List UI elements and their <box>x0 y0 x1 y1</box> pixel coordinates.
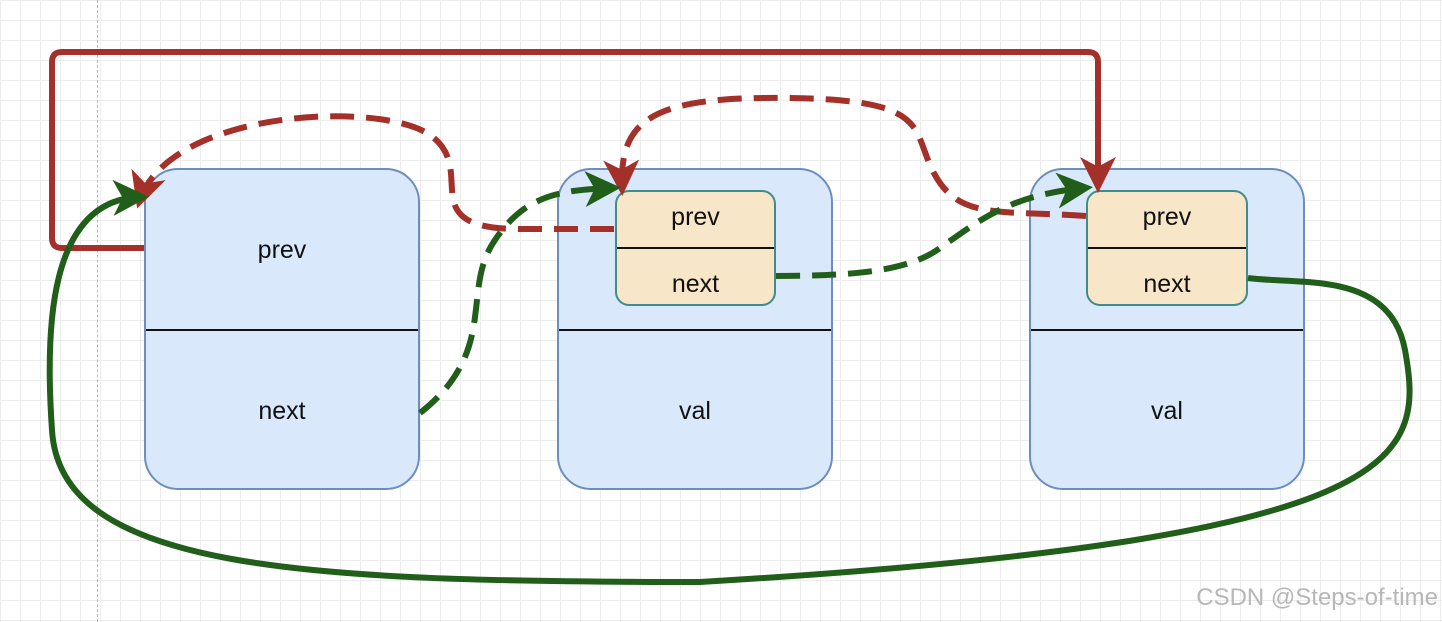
node-2-next-label: next <box>1143 270 1191 298</box>
node-1-prev-label: prev <box>671 203 720 231</box>
head-next-label: next <box>258 397 306 425</box>
watermark: CSDN @Steps-of-time <box>1196 584 1438 611</box>
head-divider <box>146 329 418 331</box>
node-1-next-label: next <box>671 270 720 298</box>
node-2-val-label: val <box>1151 397 1183 425</box>
node-2-divider <box>1031 329 1303 331</box>
node-2-pointer-box: prev next <box>1086 190 1248 306</box>
node-2-prev-label: prev <box>1142 203 1192 231</box>
node-1-pointer-divider <box>617 247 774 249</box>
guide-line <box>97 0 98 622</box>
node-1-pointer-box: prev next <box>615 190 776 306</box>
node-1-divider <box>559 329 831 331</box>
node-1-val-label: val <box>679 397 711 425</box>
head-node: prev next <box>144 168 420 490</box>
node-2-pointer-divider <box>1088 247 1246 249</box>
head-prev-label: prev <box>257 236 307 264</box>
